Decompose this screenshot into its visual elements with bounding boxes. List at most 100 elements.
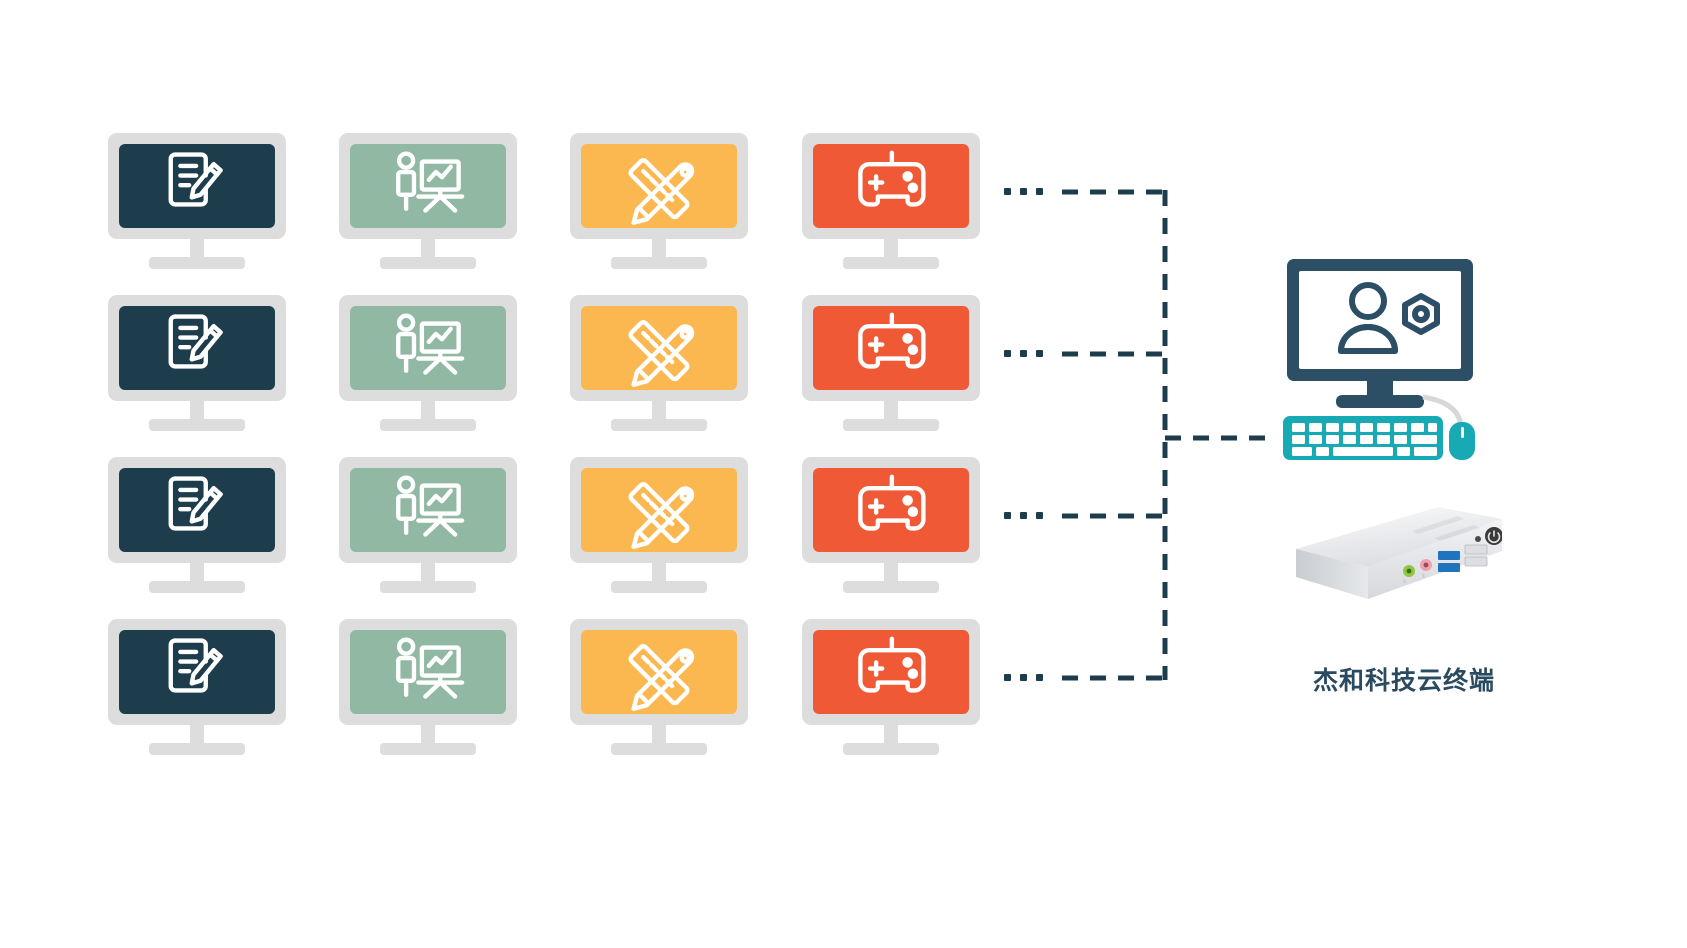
- monitor-neck: [421, 725, 435, 747]
- client-monitor-document-1[interactable]: [108, 133, 286, 269]
- monitor-screen: [581, 630, 737, 714]
- monitor-base: [843, 743, 939, 755]
- terminal-monitor-keyboard-mouse: [1283, 259, 1475, 460]
- monitor-screen: [350, 306, 506, 390]
- monitor-neck: [190, 401, 204, 423]
- monitor-base: [611, 257, 707, 269]
- monitor-neck: [190, 239, 204, 261]
- terminal-monitor-base: [1336, 395, 1424, 408]
- monitor-base: [380, 257, 476, 269]
- presentation-chart-icon: [396, 151, 465, 213]
- monitor-screen: [581, 468, 737, 552]
- usb2-port-top: [1464, 544, 1488, 555]
- monitor-neck: [421, 401, 435, 423]
- ruler-pencil-icon: [628, 158, 695, 225]
- ruler-pencil-icon: [628, 482, 695, 549]
- keyboard-icon: [1283, 416, 1443, 460]
- client-monitor-document-2[interactable]: [108, 295, 286, 431]
- monitor-neck: [652, 725, 666, 747]
- document-edit-icon: [168, 152, 223, 207]
- monitor-base: [611, 743, 707, 755]
- monitor-base: [380, 743, 476, 755]
- ellipsis-dot: [1004, 188, 1011, 195]
- client-monitor-presentation-4[interactable]: [339, 619, 517, 755]
- monitor-screen: [119, 306, 275, 390]
- reset-pinhole[interactable]: [1475, 536, 1481, 542]
- client-monitor-gaming-3[interactable]: [802, 457, 980, 593]
- ellipsis-dot: [1036, 674, 1043, 681]
- mini-pc-device[interactable]: ↻ 🎙: [1262, 505, 1503, 628]
- client-monitor-gaming-1[interactable]: [802, 133, 980, 269]
- mouse-icon: [1449, 422, 1475, 460]
- monitor-base: [380, 419, 476, 431]
- client-monitor-design-2[interactable]: [570, 295, 748, 431]
- monitor-base: [149, 743, 245, 755]
- svg-text:🎙: 🎙: [1421, 573, 1426, 578]
- ruler-pencil-icon: [628, 644, 695, 711]
- client-monitor-design-1[interactable]: [570, 133, 748, 269]
- client-monitor-design-4[interactable]: [570, 619, 748, 755]
- monitor-neck: [884, 239, 898, 261]
- svg-text:↻: ↻: [1403, 579, 1406, 584]
- client-monitor-design-3[interactable]: [570, 457, 748, 593]
- ellipsis-dot: [1020, 512, 1027, 519]
- monitor-neck: [190, 563, 204, 585]
- client-monitor-presentation-3[interactable]: [339, 457, 517, 593]
- ellipsis-dot: [1004, 350, 1011, 357]
- ellipsis-row-4: [1004, 674, 1043, 681]
- game-controller-icon: [858, 150, 926, 207]
- client-monitor-presentation-1[interactable]: [339, 133, 517, 269]
- port-labels: ↻ 🎙: [1403, 573, 1426, 584]
- monitor-neck: [652, 401, 666, 423]
- monitor-base: [149, 419, 245, 431]
- power-symbol-icon: [1487, 530, 1501, 544]
- client-monitor-document-3[interactable]: [108, 457, 286, 593]
- monitor-neck: [652, 239, 666, 261]
- monitor-base: [843, 419, 939, 431]
- terminal-caption: 杰和科技云终端: [1313, 667, 1496, 695]
- ellipsis-dot: [1004, 512, 1011, 519]
- monitor-screen: [350, 468, 506, 552]
- monitor-base: [149, 257, 245, 269]
- monitor-screen: [813, 468, 969, 552]
- monitor-screen: [581, 144, 737, 228]
- user-gear-icon: [1338, 282, 1440, 354]
- monitor-screen: [813, 630, 969, 714]
- terminal-monitor-neck: [1367, 381, 1393, 397]
- ellipsis-dot: [1036, 512, 1043, 519]
- monitor-screen: [350, 630, 506, 714]
- monitor-base: [611, 581, 707, 593]
- game-controller-icon: [858, 636, 926, 693]
- document-edit-icon: [168, 638, 223, 693]
- monitor-base: [843, 257, 939, 269]
- monitor-base: [149, 581, 245, 593]
- monitor-neck: [884, 563, 898, 585]
- cloud-terminal-workstation[interactable]: [1283, 257, 1478, 467]
- mini-pc-front-face: [1368, 519, 1502, 599]
- ellipsis-dot: [1020, 674, 1027, 681]
- presentation-chart-icon: [396, 313, 465, 375]
- monitor-base: [843, 581, 939, 593]
- mini-pc-top-face: [1296, 507, 1502, 567]
- monitor-screen: [813, 306, 969, 390]
- monitor-base: [611, 419, 707, 431]
- monitor-screen: [119, 468, 275, 552]
- document-edit-icon: [168, 314, 223, 369]
- client-monitor-gaming-4[interactable]: [802, 619, 980, 755]
- ellipsis-row-2: [1004, 350, 1043, 357]
- brand-emboss: [1412, 516, 1480, 541]
- ellipsis-dot: [1004, 674, 1011, 681]
- mini-pc-illustration: ↻ 🎙: [1296, 507, 1503, 599]
- usb3-port-top: [1438, 551, 1460, 560]
- presentation-chart-icon: [396, 475, 465, 537]
- client-monitor-gaming-2[interactable]: [802, 295, 980, 431]
- monitor-neck: [884, 725, 898, 747]
- usb2-port-bottom: [1464, 556, 1488, 567]
- ellipsis-dot: [1020, 188, 1027, 195]
- client-monitor-document-4[interactable]: [108, 619, 286, 755]
- client-monitor-presentation-2[interactable]: [339, 295, 517, 431]
- monitor-screen: [581, 306, 737, 390]
- document-edit-icon: [168, 476, 223, 531]
